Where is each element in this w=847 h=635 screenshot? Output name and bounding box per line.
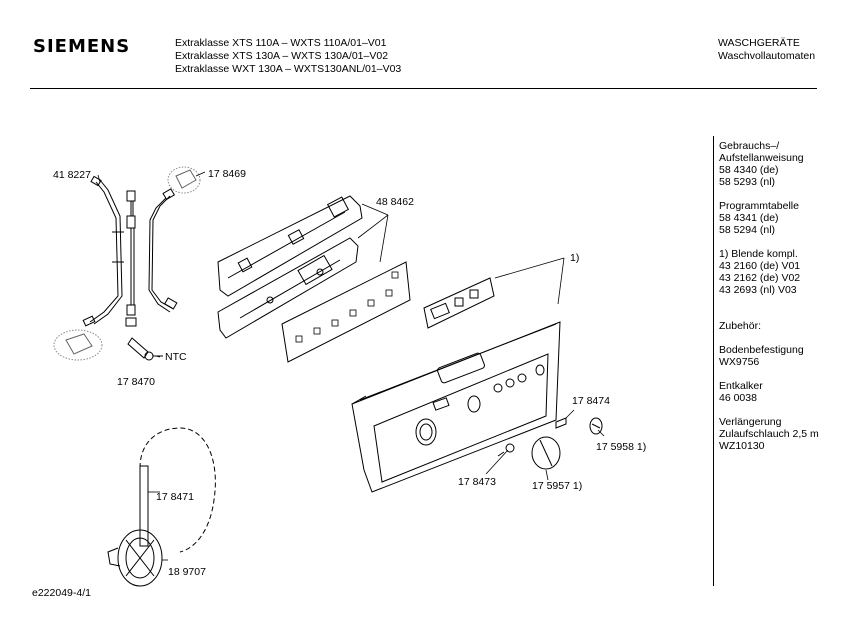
sidebar-line: 58 5294 (nl) <box>719 224 776 236</box>
floor-section: Bodenbefestigung WX9756 <box>719 344 847 368</box>
part-label: 17 8473 <box>458 476 496 488</box>
sidebar-line: WX9756 <box>719 356 760 368</box>
part-label: 17 5958 1) <box>596 441 646 453</box>
display-insert <box>423 277 495 329</box>
sidebar-line: WZ10130 <box>719 440 765 452</box>
sidebar-line: 58 4341 (de) <box>719 212 779 224</box>
control-panel-fascia <box>351 321 561 493</box>
sidebar-line: 58 5293 (nl) <box>719 176 776 188</box>
part-label: 18 9707 <box>168 566 206 578</box>
part-label: NTC <box>165 351 187 363</box>
category-line: WASCHGERÄTE <box>718 37 800 49</box>
sidebar-line: Bodenbefestigung <box>719 344 804 356</box>
part-label: 17 8470 <box>117 376 155 388</box>
indicator-lamp <box>497 443 515 457</box>
control-board <box>281 261 411 363</box>
model-line: Extraklasse XTS 130A – WXTS 130A/01–V02 <box>175 50 389 62</box>
light-guide <box>555 417 567 429</box>
parts-sidebar: Gebrauchs–/ Aufstellanweisung 58 4340 (d… <box>719 140 847 464</box>
sidebar-line: Aufstellanweisung <box>719 152 804 164</box>
electronic-module-488462 <box>217 195 363 297</box>
sidebar-line: Verlängerung <box>719 416 782 428</box>
panel-section: 1) Blende kompl. 43 2160 (de) V01 43 216… <box>719 248 847 296</box>
sidebar-line: 43 2693 (nl) V03 <box>719 284 797 296</box>
sidebar-line: 58 4340 (de) <box>719 164 779 176</box>
siemens-logo: SIEMENS <box>33 36 131 57</box>
drawing-id: e222049-4/1 <box>32 587 91 599</box>
model-line: Extraklasse WXT 130A – WXTS130ANL/01–V03 <box>175 63 402 75</box>
exploded-parts-diagram: 41 8227 17 8469 48 8462 1) NTC 17 8470 1… <box>53 166 646 587</box>
part-label: 1) <box>570 252 579 264</box>
wiring-harness-418227 <box>82 175 124 327</box>
cable-178470 <box>125 190 137 327</box>
sidebar-rule <box>713 136 714 586</box>
sidebar-line: 43 2162 (de) V02 <box>719 272 801 284</box>
descaler-section: Entkalker 46 0038 <box>719 380 847 404</box>
sidebar-line: Zubehör: <box>719 320 762 332</box>
part-label: 41 8227 <box>53 169 91 181</box>
part-label: 17 8471 <box>156 491 194 503</box>
sidebar-line: 43 2160 (de) V01 <box>719 260 801 272</box>
sidebar-line: 1) Blende kompl. <box>719 248 798 260</box>
pressure-switch <box>107 529 163 587</box>
header-rule <box>30 88 817 89</box>
wiring-harness-178469 <box>148 188 178 313</box>
part-label: 17 8474 <box>572 395 610 407</box>
pcb-board <box>217 237 359 339</box>
connector-detail-icon <box>65 169 197 355</box>
sidebar-line: Gebrauchs–/ <box>719 140 780 152</box>
accessories-title: Zubehör: <box>719 320 847 332</box>
pressure-hose <box>139 427 216 553</box>
ntc-sensor <box>127 337 163 361</box>
detail-view-icon <box>53 166 201 361</box>
program-section: Programmtabelle 58 4341 (de) 58 5294 (nl… <box>719 200 847 236</box>
part-label: 17 5957 1) <box>532 480 582 492</box>
part-label: 48 8462 <box>376 196 414 208</box>
manual-section: Gebrauchs–/ Aufstellanweisung 58 4340 (d… <box>719 140 847 188</box>
small-knob <box>589 417 603 435</box>
leader-lines <box>97 171 605 561</box>
sidebar-line: Programmtabelle <box>719 200 799 212</box>
sidebar-line: Entkalker <box>719 380 763 392</box>
extension-section: Verlängerung Zulaufschlauch 2,5 m WZ1013… <box>719 416 847 452</box>
part-label: 17 8469 <box>208 168 246 180</box>
sidebar-line: 46 0038 <box>719 392 757 404</box>
program-knob <box>531 436 561 470</box>
model-line: Extraklasse XTS 110A – WXTS 110A/01–V01 <box>175 37 387 49</box>
sidebar-line: Zulaufschlauch 2,5 m <box>719 428 819 440</box>
category-line: Waschvollautomaten <box>718 50 816 62</box>
